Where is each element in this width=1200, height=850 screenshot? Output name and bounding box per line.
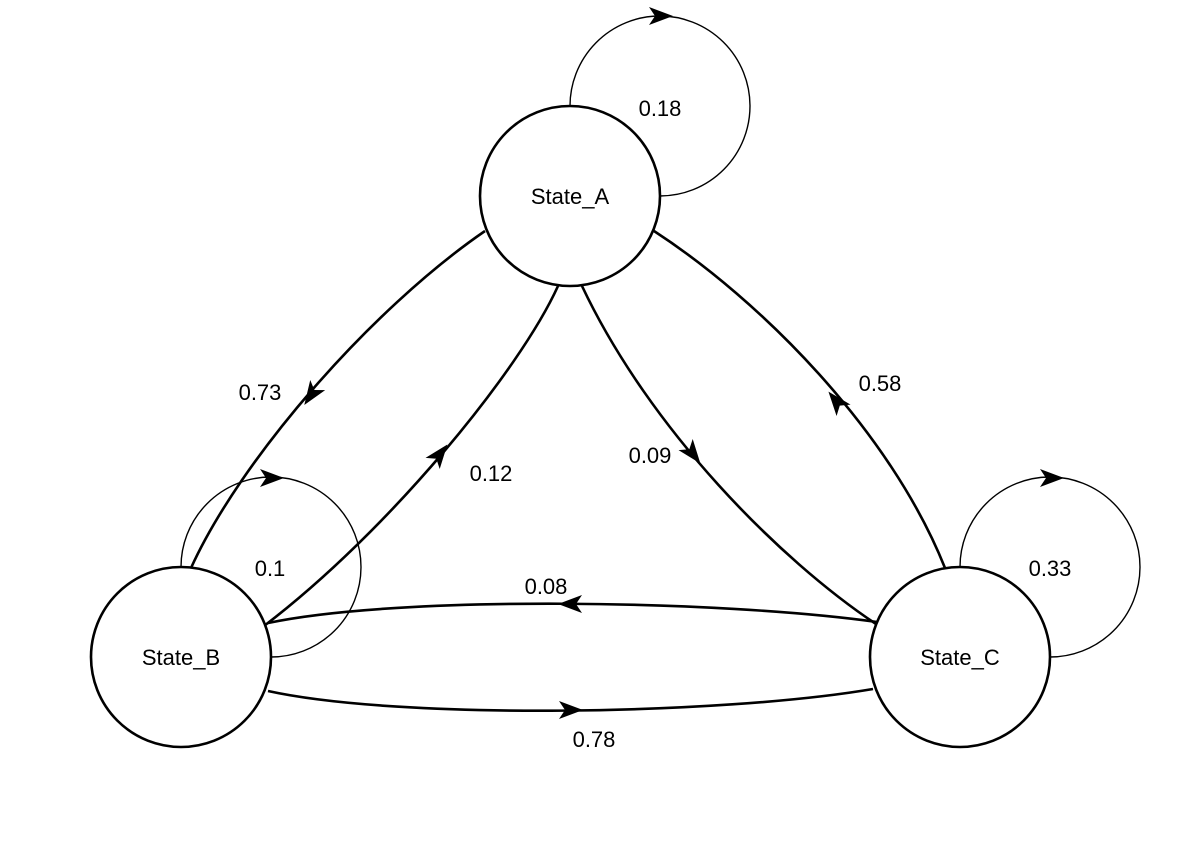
edge-c-a: [653, 229, 947, 569]
edge-b-b: [180, 476, 362, 658]
edge-b-c: [267, 687, 874, 712]
node-state-a: State_A: [478, 104, 662, 288]
arrowhead-c-b: [558, 595, 582, 613]
node-label: State_B: [142, 645, 220, 670]
edge-label-c-a: 0.58: [859, 371, 902, 396]
edge-b-a: [263, 285, 560, 628]
edge-a-a: [569, 15, 751, 197]
node-label: State_C: [920, 645, 1000, 670]
edge-label-a-c: 0.09: [629, 443, 672, 468]
arrowhead-b-a: [425, 444, 448, 469]
edge-label-c-c: 0.33: [1029, 556, 1072, 581]
edge-label-b-a: 0.12: [470, 461, 513, 486]
edge-a-c: [580, 285, 877, 626]
edge-a-b: [189, 229, 486, 569]
arrowhead-b-b: [260, 469, 284, 487]
arrowhead-c-a: [828, 391, 851, 416]
arrowhead-a-b: [304, 380, 326, 405]
node-state-b: State_B: [89, 565, 273, 749]
node-state-c: State_C: [868, 565, 1052, 749]
edge-label-a-b: 0.73: [239, 380, 282, 405]
edge-c-c: [959, 476, 1141, 658]
arrowhead-c-c: [1040, 469, 1064, 487]
arrowhead-b-c: [559, 701, 583, 719]
arrowhead-a-c: [678, 439, 701, 464]
arrowhead-a-a: [649, 7, 673, 25]
edge-label-b-b: 0.1: [255, 556, 286, 581]
node-label: State_A: [531, 184, 610, 209]
edge-label-c-b: 0.08: [525, 574, 568, 599]
edge-label-b-c: 0.78: [573, 727, 616, 752]
edge-label-a-a: 0.18: [639, 96, 682, 121]
